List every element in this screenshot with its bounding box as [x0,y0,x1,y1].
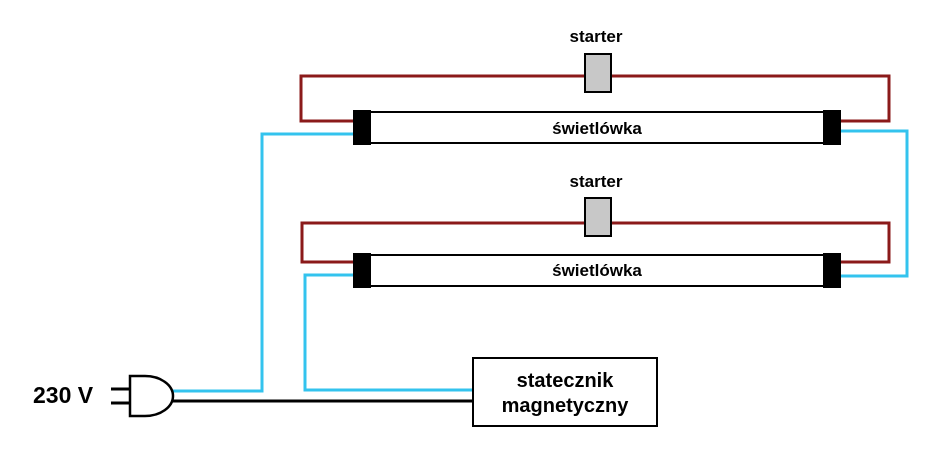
supply-wire-plug-to-top-lamp [172,132,355,393]
starter-bottom: starter [570,172,623,237]
plug-icon [111,374,175,418]
ballast-label-line1: statecznik [517,370,615,392]
tube-electrode-left [353,253,371,288]
tube-label: świetlówka [552,261,642,280]
ballast-box [472,357,658,427]
starter-wiring [299,74,891,264]
starter-body [584,53,612,93]
ballast-label-line2: magnetyczny [502,395,630,417]
magnetic-ballast: statecznik magnetyczny [472,357,658,427]
tube-electrode-right [823,110,841,145]
fluorescent-tube-top: świetlówka [353,110,841,145]
supply-wire-bottom-lamp-to-ballast [303,273,473,392]
starter-wire-bottom-left [300,221,585,264]
tube-electrode-left [353,110,371,145]
voltage-label: 230 V [33,382,94,408]
starter-top: starter [570,27,623,93]
fluorescent-tube-bottom: świetlówka [353,253,841,288]
starter-wire-top-left [299,74,585,123]
tube-electrode-right [823,253,841,288]
supply-wire-lamp-bridge [840,129,909,278]
starter-label: starter [570,172,623,191]
starter-wire-bottom-right [611,221,891,264]
starter-wire-top-right [611,74,891,123]
supply-wiring [172,129,909,393]
starter-label: starter [570,27,623,46]
starter-body [584,197,612,237]
tube-body [354,254,841,287]
tube-label: świetlówka [552,119,642,138]
plug-body [128,374,175,418]
